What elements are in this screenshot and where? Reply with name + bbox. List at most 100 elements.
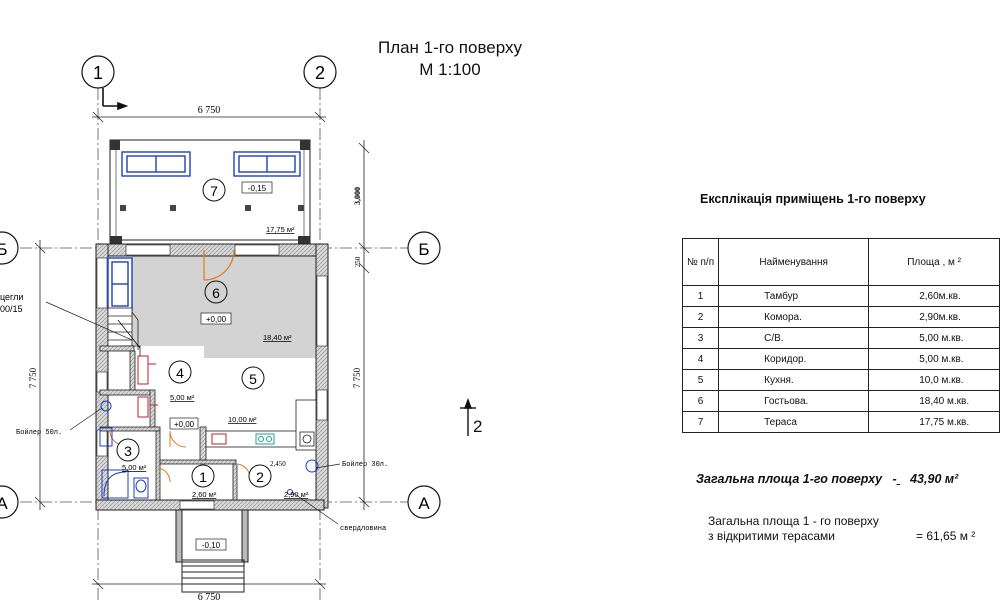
- svg-text:-0,15: -0,15: [248, 184, 267, 193]
- section-mark-top: [102, 88, 129, 111]
- svg-text:2: 2: [315, 63, 325, 83]
- dim-top: 6 750: [198, 105, 221, 116]
- floor-plan-drawing: 1 2 Б Б А А 2 6: [0, 55, 482, 603]
- svg-text:А: А: [0, 494, 8, 513]
- axis-bubble-a-right: А: [407, 485, 441, 519]
- row-no: 3: [681, 327, 720, 349]
- svg-text:7: 7: [210, 183, 218, 199]
- terrace-sofas: [121, 151, 301, 177]
- openings: [96, 244, 328, 510]
- total-area-value: 43,90 м²: [910, 472, 959, 486]
- dim-terrace: 3,000: [353, 187, 362, 205]
- row-no: 6: [681, 390, 720, 412]
- svg-text:+0,00: +0,00: [174, 420, 195, 429]
- header-area: Площа , м ²: [868, 238, 1000, 286]
- area-7: 17,75 м²: [266, 225, 295, 234]
- door-terrace: [203, 249, 235, 281]
- room-number-2: 2: [248, 464, 272, 488]
- total-with-terraces-line2: з відкритими терасами: [708, 529, 836, 543]
- dim-left: 7 750: [28, 367, 38, 388]
- row-area: 2,90м.кв.: [868, 306, 1000, 328]
- row-no: 2: [681, 306, 720, 328]
- interior-walls: [99, 345, 238, 501]
- axis-bubble-b-right: Б: [407, 231, 441, 265]
- axis-bubble-2: 2: [303, 55, 337, 89]
- callout-boiler-50: Бойлер 50л.: [16, 428, 62, 437]
- area-4: 5,00 м²: [170, 393, 195, 402]
- plan-title: План 1-го поверху: [377, 38, 523, 57]
- section-mark-right: 2: [460, 398, 482, 436]
- leader-lines: [45, 301, 341, 525]
- table-header: № п/п Найменування Площа , м ²: [681, 238, 1000, 286]
- area-2: 2,90 м²: [284, 490, 309, 499]
- total-with-terraces: Загальна площа 1 - го поверху з відкрити…: [708, 514, 879, 544]
- row-name: Коридор.: [718, 348, 870, 370]
- kitchen-counter: [205, 399, 317, 451]
- callout-cut-2: 00/15: [0, 304, 23, 314]
- svg-text:3: 3: [124, 443, 132, 459]
- svg-text:2: 2: [473, 417, 482, 436]
- svg-text:1: 1: [93, 63, 103, 83]
- room-number-4: 4: [168, 360, 192, 384]
- row-area: 2,60м.кв.: [868, 285, 1000, 307]
- stairs: [107, 307, 141, 356]
- axis-bubble-b-left: Б: [0, 231, 19, 265]
- room-number-6: 6: [204, 280, 228, 304]
- svg-text:1: 1: [199, 469, 207, 485]
- callout-cut-1: цегли: [0, 292, 23, 302]
- level-7: -0,15: [241, 181, 273, 194]
- total-with-terraces-line1: Загальна площа 1 - го поверху: [708, 514, 879, 528]
- total-area-label: Загальна площа 1-го поверху -: [696, 472, 897, 486]
- row-name: Тераса: [718, 411, 870, 433]
- row-name: Кухня.: [718, 369, 870, 391]
- row-no: 1: [681, 285, 720, 307]
- header-name: Найменування: [718, 238, 870, 286]
- svg-text:Б: Б: [418, 240, 429, 259]
- row-name: Гостьова.: [718, 390, 870, 412]
- row-no: 5: [681, 369, 720, 391]
- svg-text:2: 2: [256, 469, 264, 485]
- row-area: 18,40 м.кв.: [868, 390, 1000, 412]
- svg-text:-0,10: -0,10: [202, 541, 221, 550]
- row-name: Тамбур: [718, 285, 870, 307]
- row-name: Комора.: [718, 306, 870, 328]
- total-with-terraces-value: = 61,65 м ²: [916, 529, 976, 543]
- svg-text:5: 5: [249, 371, 257, 387]
- dimension-lines: [34, 111, 370, 590]
- area-5: 10,00 м²: [228, 415, 257, 424]
- axis-bubble-1: 1: [81, 55, 115, 89]
- callout-boiler-30: Бойлер 30л.: [342, 460, 388, 469]
- room-number-5: 5: [241, 366, 265, 390]
- row-no: 4: [681, 348, 720, 370]
- row-no: 7: [681, 411, 720, 433]
- svg-text:+0,00: +0,00: [206, 315, 227, 324]
- total-area: Загальна площа 1-го поверху - 43,90 м²: [696, 472, 958, 486]
- dim-wall: 250: [354, 256, 362, 267]
- dim-right: 7 750: [352, 367, 362, 388]
- area-6: 18,40 м²: [263, 333, 292, 342]
- bathroom-fixtures: [99, 400, 149, 499]
- area-1: 2,60 м²: [192, 490, 217, 499]
- entrance-porch: [175, 509, 249, 593]
- row-area: 10,0 м.кв.: [868, 369, 1000, 391]
- row-area: 17,75 м.кв.: [868, 411, 1000, 433]
- header-no: № п/п: [681, 238, 720, 286]
- row-name: С/В.: [718, 327, 870, 349]
- vent-ducts: [137, 355, 158, 418]
- room-6-floor: [108, 256, 318, 358]
- svg-text:4: 4: [176, 365, 184, 381]
- area-labels: 17,75 м² 18,40 м² 5,00 м² 10,00 м² 5,00 …: [122, 225, 309, 499]
- callout-well: свердловина: [340, 525, 386, 533]
- row-area: 5,00 м.кв.: [868, 327, 1000, 349]
- room-number-7: 7: [202, 178, 226, 202]
- row-area: 5,00 м.кв.: [868, 348, 1000, 370]
- dim-inner: 2,450: [270, 460, 286, 468]
- axis-bubble-a-left: А: [0, 485, 19, 519]
- level-entry: -0,10: [195, 538, 227, 551]
- explication-title: Експлікація приміщень 1-го поверху: [700, 192, 926, 206]
